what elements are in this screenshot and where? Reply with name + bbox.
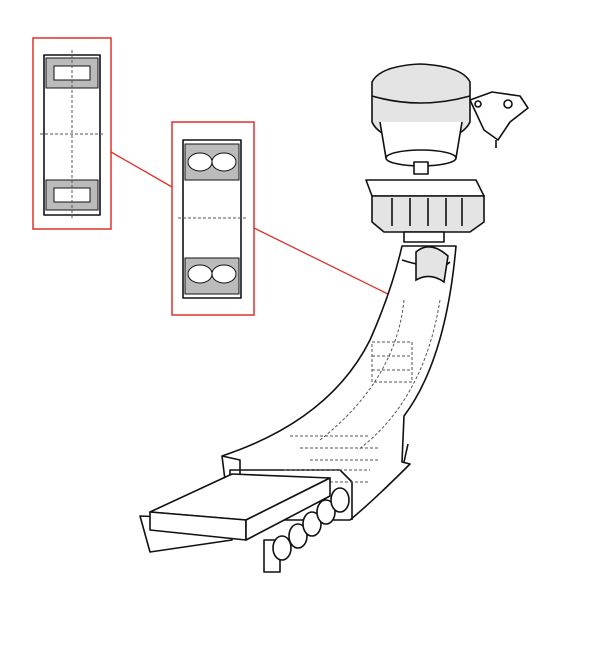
- rollers: [272, 487, 350, 561]
- spherical-bearing-inset: [171, 121, 255, 316]
- curved-strand-segment: [221, 245, 457, 521]
- mould: [365, 179, 485, 243]
- ladle-assembly: [371, 63, 529, 175]
- steel-slab: [149, 473, 331, 541]
- callout-lines: [110, 151, 395, 298]
- cylindrical-bearing-inset: [32, 37, 112, 230]
